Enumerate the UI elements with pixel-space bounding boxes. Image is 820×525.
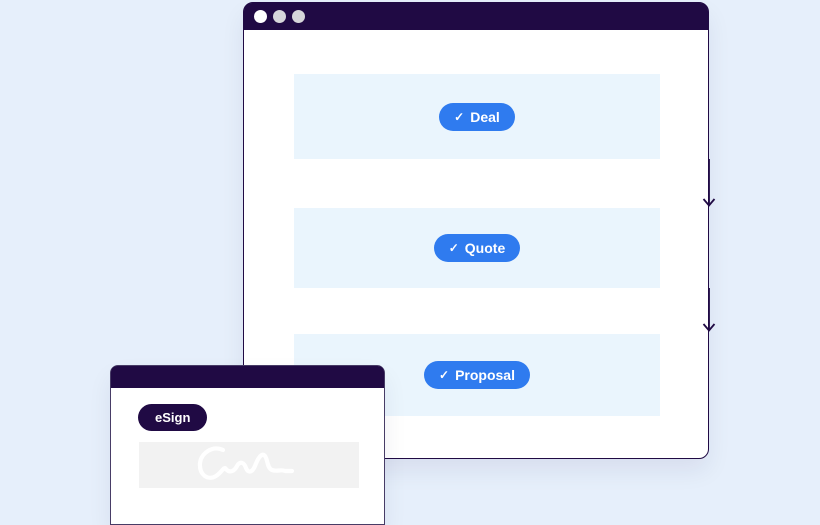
- proposal-button[interactable]: ✓ Proposal: [424, 361, 530, 389]
- window-control-dot-icon[interactable]: [254, 10, 267, 23]
- flow-arrow-down-icon: [701, 159, 717, 208]
- browser-window: ✓ Deal ✓ Quote ✓ Proposal: [243, 2, 716, 459]
- signature-field[interactable]: [139, 442, 359, 488]
- esign-badge[interactable]: eSign: [138, 404, 208, 431]
- check-icon: ✓: [454, 109, 465, 124]
- proposal-button-label: Proposal: [455, 367, 515, 383]
- deal-button-label: Deal: [470, 108, 500, 125]
- check-icon: ✓: [448, 241, 459, 255]
- deal-button[interactable]: ✓ Deal: [439, 102, 515, 131]
- flow-arrow-down-icon: [701, 288, 717, 333]
- quote-button-label: Quote: [464, 240, 506, 256]
- page-canvas: { "page": { "background_color": "#E6EFFB…: [110, 2, 716, 525]
- window-control-dot-icon[interactable]: [273, 10, 286, 23]
- flow-step-row-deal: ✓ Deal: [294, 74, 660, 159]
- flow-step-row-quote: ✓ Quote: [294, 208, 660, 288]
- quote-button[interactable]: ✓ Quote: [433, 234, 521, 262]
- window-control-dot-icon[interactable]: [292, 10, 305, 23]
- signature-scribble-icon: [197, 446, 295, 480]
- browser-window-titlebar: [244, 3, 708, 30]
- check-icon: ✓: [439, 368, 450, 382]
- esign-window-titlebar: [111, 366, 384, 388]
- esign-window: eSign: [110, 365, 385, 525]
